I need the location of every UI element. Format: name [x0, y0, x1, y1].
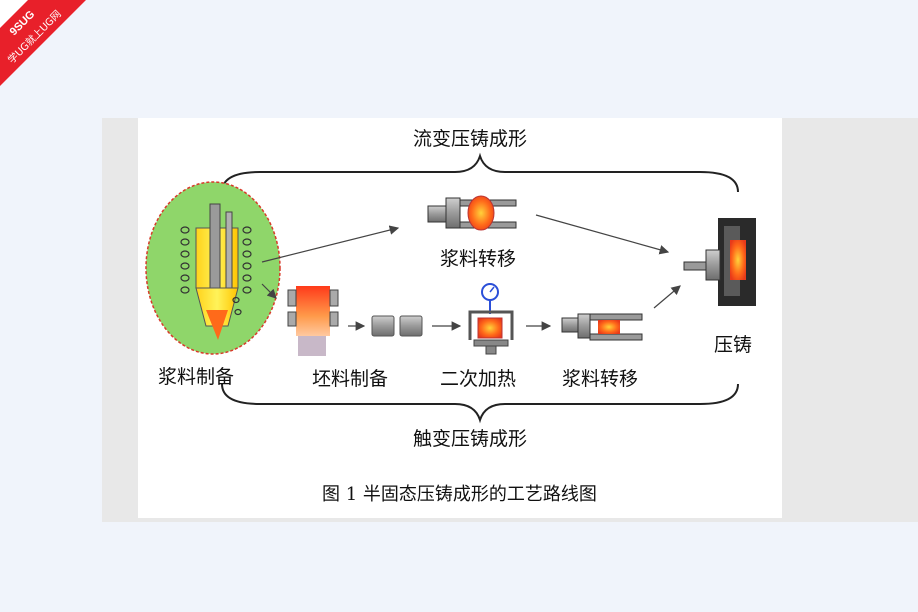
slurry-transfer-bottom-label: 浆料转移 [562, 368, 639, 390]
billet-icon [287, 286, 339, 356]
watermark-badge: 9SUG 学UG就上UG网 [0, 0, 86, 86]
slurry-transfer-bottom-icon [561, 313, 643, 341]
arrow-prep-to-billet [261, 283, 277, 299]
slurry-transfer-top-label: 浆料转移 [440, 248, 517, 270]
reheating-furnace-icon [468, 283, 514, 355]
top-brace [221, 152, 739, 193]
arrow-prep-to-transfer [261, 225, 400, 263]
die-casting-icon [683, 218, 756, 306]
top-process-label: 流变压铸成形 [413, 128, 528, 150]
cut-billets-icon [371, 315, 423, 337]
bottom-brace [221, 383, 739, 424]
die-casting-label: 压铸 [714, 334, 753, 356]
reheating-label: 二次加热 [440, 368, 517, 390]
slurry-crucible-icon [180, 203, 252, 340]
figure-caption: 图 1 半固态压铸成形的工艺路线图 [322, 484, 597, 505]
slurry-prep-label: 浆料制备 [158, 366, 235, 388]
billet-prep-label: 坯料制备 [312, 368, 389, 390]
bottom-process-label: 触变压铸成形 [413, 428, 528, 450]
arrow-transfer-to-cast [535, 214, 670, 255]
arrow-transfer-to-cast-bottom [653, 285, 681, 309]
slurry-transfer-top-icon [427, 195, 517, 231]
